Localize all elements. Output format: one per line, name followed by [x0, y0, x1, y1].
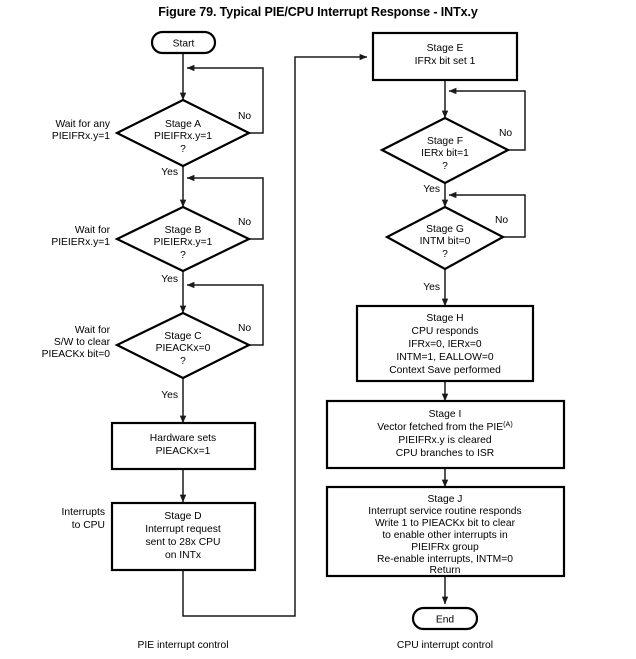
stage-b-line3: ? [180, 250, 186, 261]
hardware-sets-process [110, 421, 257, 471]
stage-g-line1: Stage G [426, 224, 464, 235]
stage-g-line2: INTM bit=0 [420, 236, 471, 247]
stage-a-side-label-1: Wait for any [55, 119, 110, 130]
stage-b-line2: PIEIERx.y=1 [154, 237, 213, 248]
stage-j-line7: Return [430, 565, 461, 576]
stage-i-line2-main: Vector fetched from the PIE [377, 422, 503, 433]
stage-d-side-label-1: Interrupts [62, 507, 106, 518]
stage-c-decision [114, 311, 252, 380]
stage-i-footnote-marker: (A) [503, 420, 513, 429]
stage-a-line2: PIEIFRx.y=1 [154, 131, 212, 142]
stage-b-side-label-1: Wait for [75, 225, 111, 236]
stage-i-line1: Stage I [429, 409, 462, 420]
stage-c-side-label-3: PIEACKx bit=0 [42, 349, 111, 360]
stage-a-line3: ? [180, 144, 186, 155]
stage-c-no-label: No [238, 323, 251, 334]
stage-d-side-label-2: to CPU [72, 520, 105, 531]
footer-label-right: CPU interrupt control [397, 640, 493, 651]
stage-i-line2: Vector fetched from the PIE(A) [377, 420, 513, 434]
stage-c-line3: ? [180, 356, 186, 367]
hardware-sets-line1: Hardware sets [150, 433, 216, 444]
stage-j-line3: Write 1 to PIEACKx bit to clear [375, 518, 516, 529]
stage-e-line2: IFRx bit set 1 [415, 56, 476, 67]
stage-c-line2: PIEACKx=0 [156, 343, 211, 354]
stage-h-line3: IFRx=0, IERx=0 [408, 339, 482, 350]
stage-h-line5: Context Save performed [389, 365, 501, 376]
stage-f-decision [379, 116, 511, 185]
hardware-sets-line2: PIEACKx=1 [156, 446, 211, 457]
stage-h-line1: Stage H [426, 313, 463, 324]
stage-f-line1: Stage F [427, 136, 463, 147]
figure-title: Figure 79. Typical PIE/CPU Interrupt Res… [158, 5, 478, 19]
stage-c-side-label-1: Wait for [75, 325, 111, 336]
stage-j-line2: Interrupt service routine responds [368, 506, 521, 517]
stage-b-no-label: No [238, 217, 251, 228]
stage-d-line3: sent to 28x CPU [146, 537, 221, 548]
stage-d-line2: Interrupt request [145, 524, 221, 535]
stage-h-line4: INTM=1, EALLOW=0 [396, 352, 494, 363]
stage-d-line1: Stage D [164, 511, 201, 522]
stage-b-side-label-2: PIEIERx.y=1 [51, 237, 110, 248]
stage-f-no-label: No [499, 128, 512, 139]
stage-c-yes-label: Yes [161, 390, 178, 401]
stage-h-line2: CPU responds [412, 326, 479, 337]
stage-a-side-label-2: PIEIFRx.y=1 [52, 131, 110, 142]
conn-stage-d-to-stage-e [182, 53, 368, 617]
stage-a-yes-label: Yes [161, 167, 178, 178]
stage-f-line3: ? [442, 161, 448, 172]
stage-b-line1: Stage B [165, 225, 202, 236]
stage-g-line3: ? [442, 249, 448, 260]
start-terminator [150, 30, 217, 55]
stage-e-line1: Stage E [427, 43, 464, 54]
stage-i-line3: PIEIFRx.y is cleared [398, 435, 492, 446]
stage-g-yes-label: Yes [423, 282, 440, 293]
footer-label-left: PIE interrupt control [138, 640, 229, 651]
stage-j-line1: Stage J [428, 494, 463, 505]
stage-c-line1: Stage C [164, 331, 202, 342]
stage-f-line2: IERx bit=1 [421, 148, 469, 159]
stage-j-process [325, 485, 566, 578]
stage-a-line1: Stage A [165, 119, 201, 130]
stage-g-decision [384, 205, 506, 271]
stage-j-line5: PIEIFRx group [411, 542, 479, 553]
stage-d-process [110, 501, 257, 572]
end-label: End [436, 615, 455, 626]
start-label: Start [173, 39, 195, 50]
stage-b-yes-label: Yes [161, 274, 178, 285]
stage-i-line4: CPU branches to ISR [396, 448, 494, 459]
stage-i-process [325, 399, 566, 470]
stage-d-line4: on INTx [165, 550, 202, 561]
stage-j-line4: to enable other interrupts in [382, 530, 508, 541]
stage-j-line6: Re-enable interrupts, INTM=0 [377, 554, 513, 565]
stage-e-process [371, 31, 519, 82]
stage-c-side-label-2: S/W to clear [54, 337, 111, 348]
stage-h-process [355, 304, 535, 383]
stage-a-no-label: No [238, 111, 251, 122]
end-terminator [411, 606, 479, 631]
stage-f-yes-label: Yes [423, 184, 440, 195]
stage-g-no-label: No [495, 215, 508, 226]
stage-a-decision [114, 98, 252, 168]
stage-b-decision [114, 205, 252, 273]
